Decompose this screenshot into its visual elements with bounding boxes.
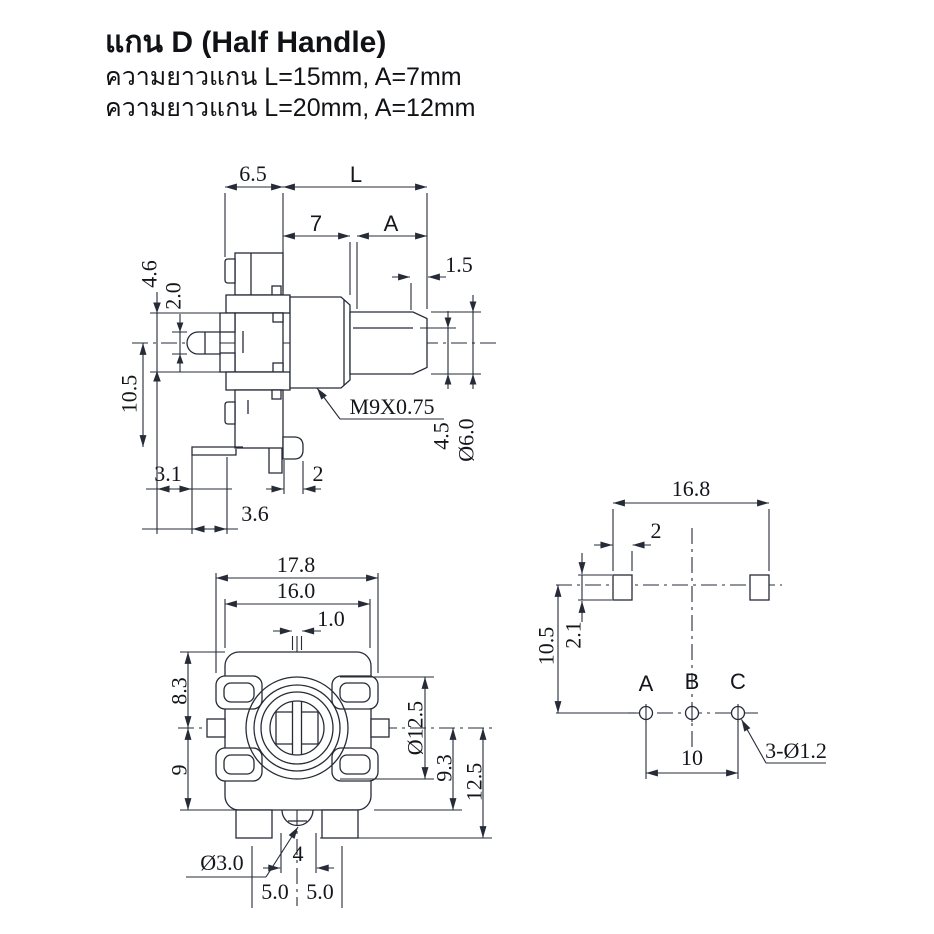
pin-layout-geometry <box>612 574 770 722</box>
dim-body-width: 16.0 <box>277 578 316 603</box>
front-view: 17.8 16.0 1.0 8.3 9 Ø12.5 9.3 12.5 Ø3.0 … <box>167 552 492 908</box>
pin-layout-view: 16.8 2 10.5 2.1 A B C 10 3-Ø1.2 <box>534 476 827 779</box>
pin-c-label: C <box>730 669 746 694</box>
side-view-body <box>186 252 428 474</box>
front-view-dimensions <box>180 573 492 908</box>
dim-tab-height: 2.1 <box>561 621 586 649</box>
dim-lower-right-height: 9.3 <box>432 754 457 782</box>
dim-flat-length: A <box>384 211 399 236</box>
dim-hole-diameter: Ø3.0 <box>200 850 243 875</box>
dim-notch-width: 4 <box>293 841 304 866</box>
dim-pin-offset-1: 3.1 <box>154 461 182 486</box>
threaded-bushing <box>289 296 351 389</box>
dim-bushing-diameter: Ø12.5 <box>403 701 428 755</box>
bushing-circle <box>245 676 349 780</box>
dim-pitch-left: 5.0 <box>261 879 289 904</box>
dim-tab-to-pins: 10.5 <box>534 627 559 666</box>
thread-spec-label: M9X0.75 <box>350 394 435 419</box>
shaft-variant-2: ความยาวแกน L=20mm, A=12mm <box>105 94 476 122</box>
side-view: 6.5 L 7 A 1.5 4.6 2.0 10.5 3.1 2 3.6 M9X… <box>117 161 500 534</box>
dim-overall-width: 17.8 <box>277 552 316 577</box>
pin-b-label: B <box>685 669 700 694</box>
dim-shaft-diameter: Ø6.0 <box>454 418 479 461</box>
mounting-tab-left <box>612 574 633 601</box>
drawing-header: แกน D (Half Handle) ความยาวแกน L=15mm, A… <box>105 24 665 124</box>
dim-chamfer: 1.5 <box>445 252 473 277</box>
dim-upper-width: 4.6 <box>137 260 162 288</box>
dim-pitch-right: 5.0 <box>306 879 334 904</box>
shaft-slot <box>291 702 303 754</box>
bottom-notch <box>281 809 314 827</box>
pin-layout-dimensions <box>554 499 826 779</box>
front-view-body <box>206 651 390 839</box>
dim-bushing-length: 7 <box>310 211 322 236</box>
dim-lug-width: 2.0 <box>161 282 186 310</box>
dim-slot-width: 1.0 <box>317 606 345 631</box>
shaft <box>349 311 428 375</box>
side-view-dimensions <box>139 183 481 534</box>
pin-a-label: A <box>639 671 654 696</box>
shaft-variant-1: ความยาวแกน L=15mm, A=7mm <box>105 63 462 91</box>
shaft-circle <box>269 700 325 756</box>
dim-pin-offset-2: 3.6 <box>241 501 269 526</box>
mounting-tab-right <box>749 574 770 601</box>
page-title: แกน D (Half Handle) <box>105 26 387 59</box>
dim-foot-height: 12.5 <box>462 763 487 802</box>
dim-tab-width: 2 <box>651 518 662 543</box>
dim-pin-holes: 3-Ø1.2 <box>765 738 827 763</box>
dim-upper-height: 8.3 <box>167 677 192 705</box>
dim-foot-width: 2 <box>313 461 324 486</box>
dim-mount-height: 10.5 <box>117 375 142 414</box>
dim-flat-height: 4.5 <box>429 422 454 450</box>
dim-tab-span: 16.8 <box>672 476 711 501</box>
dim-lower-height: 9 <box>167 765 192 776</box>
dim-body-depth: 6.5 <box>239 161 267 186</box>
dim-pin-spacing: 10 <box>681 745 703 770</box>
dim-shaft-length: L <box>350 162 362 187</box>
